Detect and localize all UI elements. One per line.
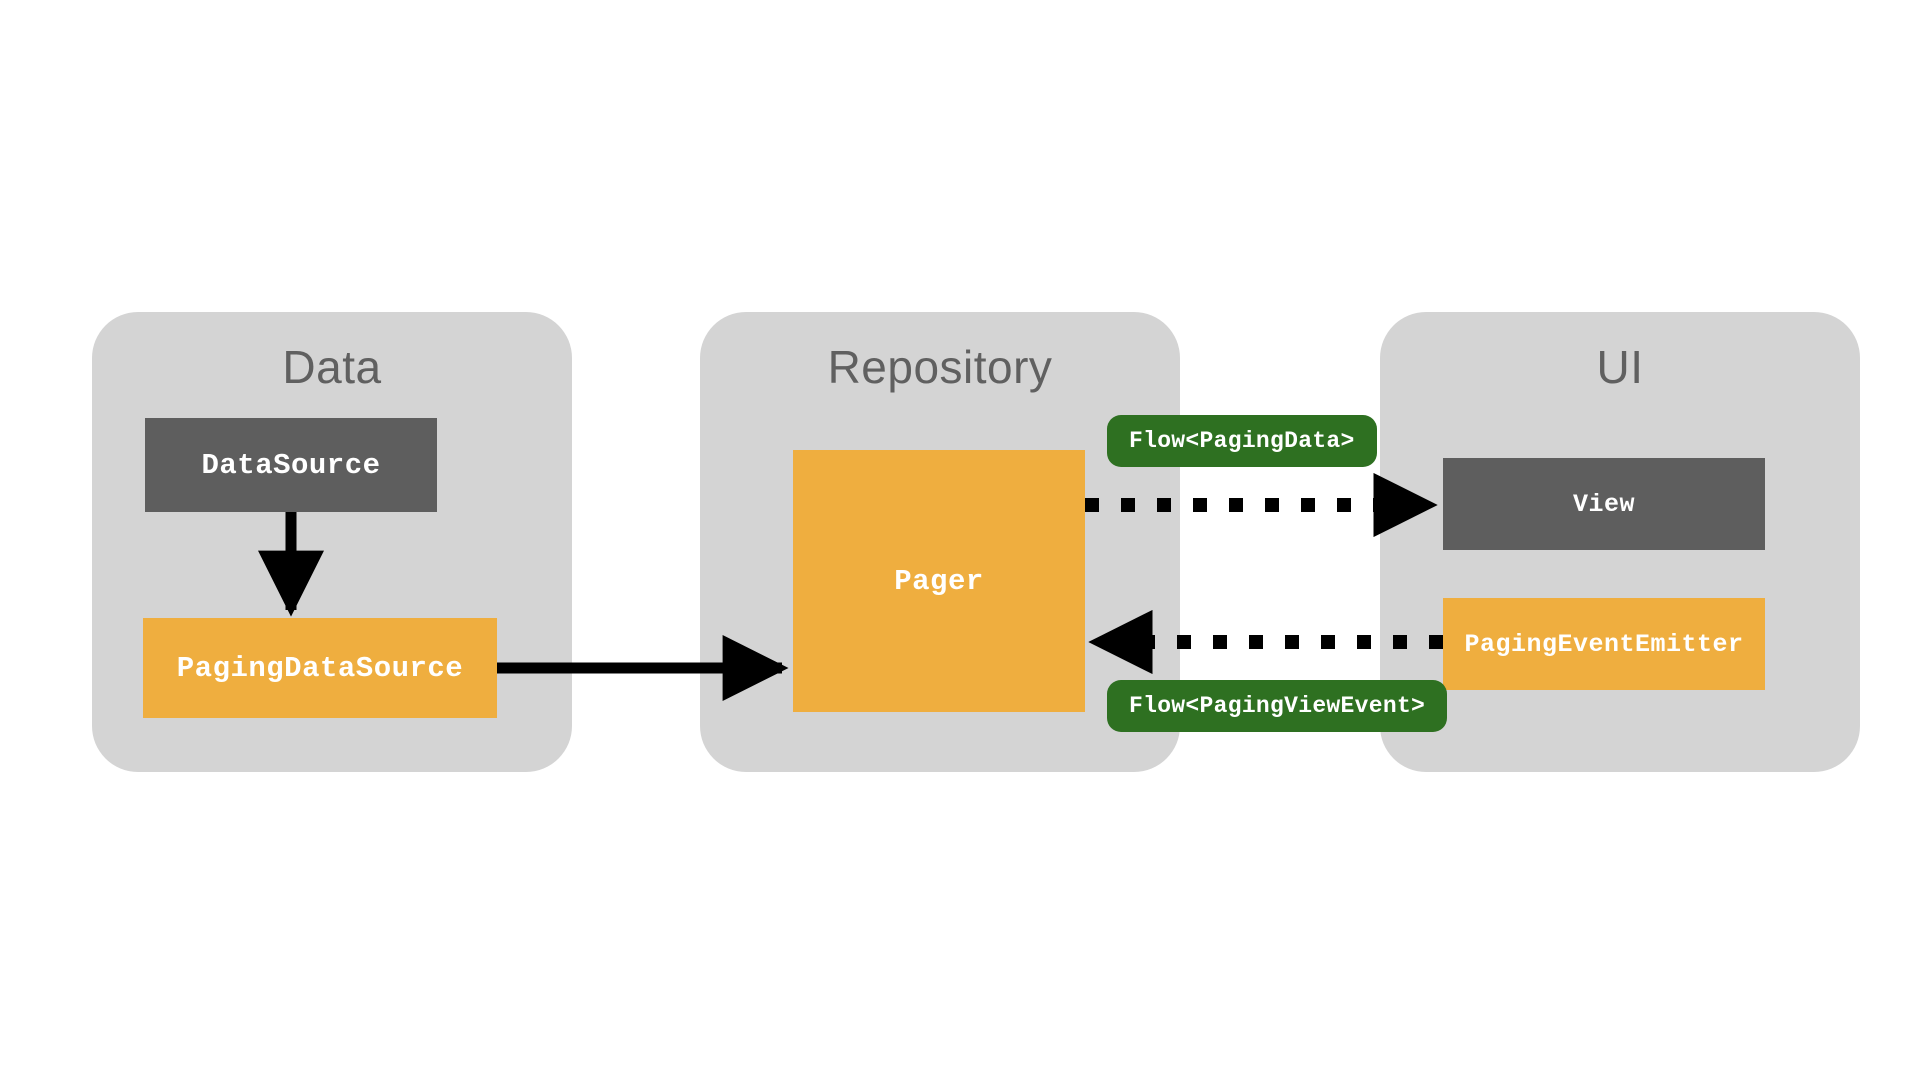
edge-label-flow-paging-data[interactable]: Flow<PagingData>: [1107, 415, 1377, 467]
node-datasource-label: DataSource: [201, 448, 381, 482]
node-pagingdatasource[interactable]: PagingDataSource: [143, 618, 497, 718]
node-pager[interactable]: Pager: [793, 450, 1085, 712]
group-repository-title: Repository: [827, 341, 1053, 393]
node-pagingeventemitter[interactable]: PagingEventEmitter: [1443, 598, 1765, 690]
node-pagingeventemitter-label: PagingEventEmitter: [1464, 629, 1744, 659]
edge-label-flow-paging-view-event-text: Flow<PagingViewEvent>: [1129, 693, 1426, 719]
edge-label-flow-paging-data-text: Flow<PagingData>: [1129, 428, 1355, 454]
group-ui-title: UI: [1596, 341, 1644, 393]
node-datasource[interactable]: DataSource: [145, 418, 437, 512]
node-view-label: View: [1572, 489, 1635, 519]
node-pager-label: Pager: [894, 564, 984, 598]
group-data-title: Data: [282, 341, 382, 393]
edge-label-flow-paging-view-event[interactable]: Flow<PagingViewEvent>: [1107, 680, 1448, 732]
node-view[interactable]: View: [1443, 458, 1765, 550]
node-pagingdatasource-label: PagingDataSource: [176, 651, 464, 685]
